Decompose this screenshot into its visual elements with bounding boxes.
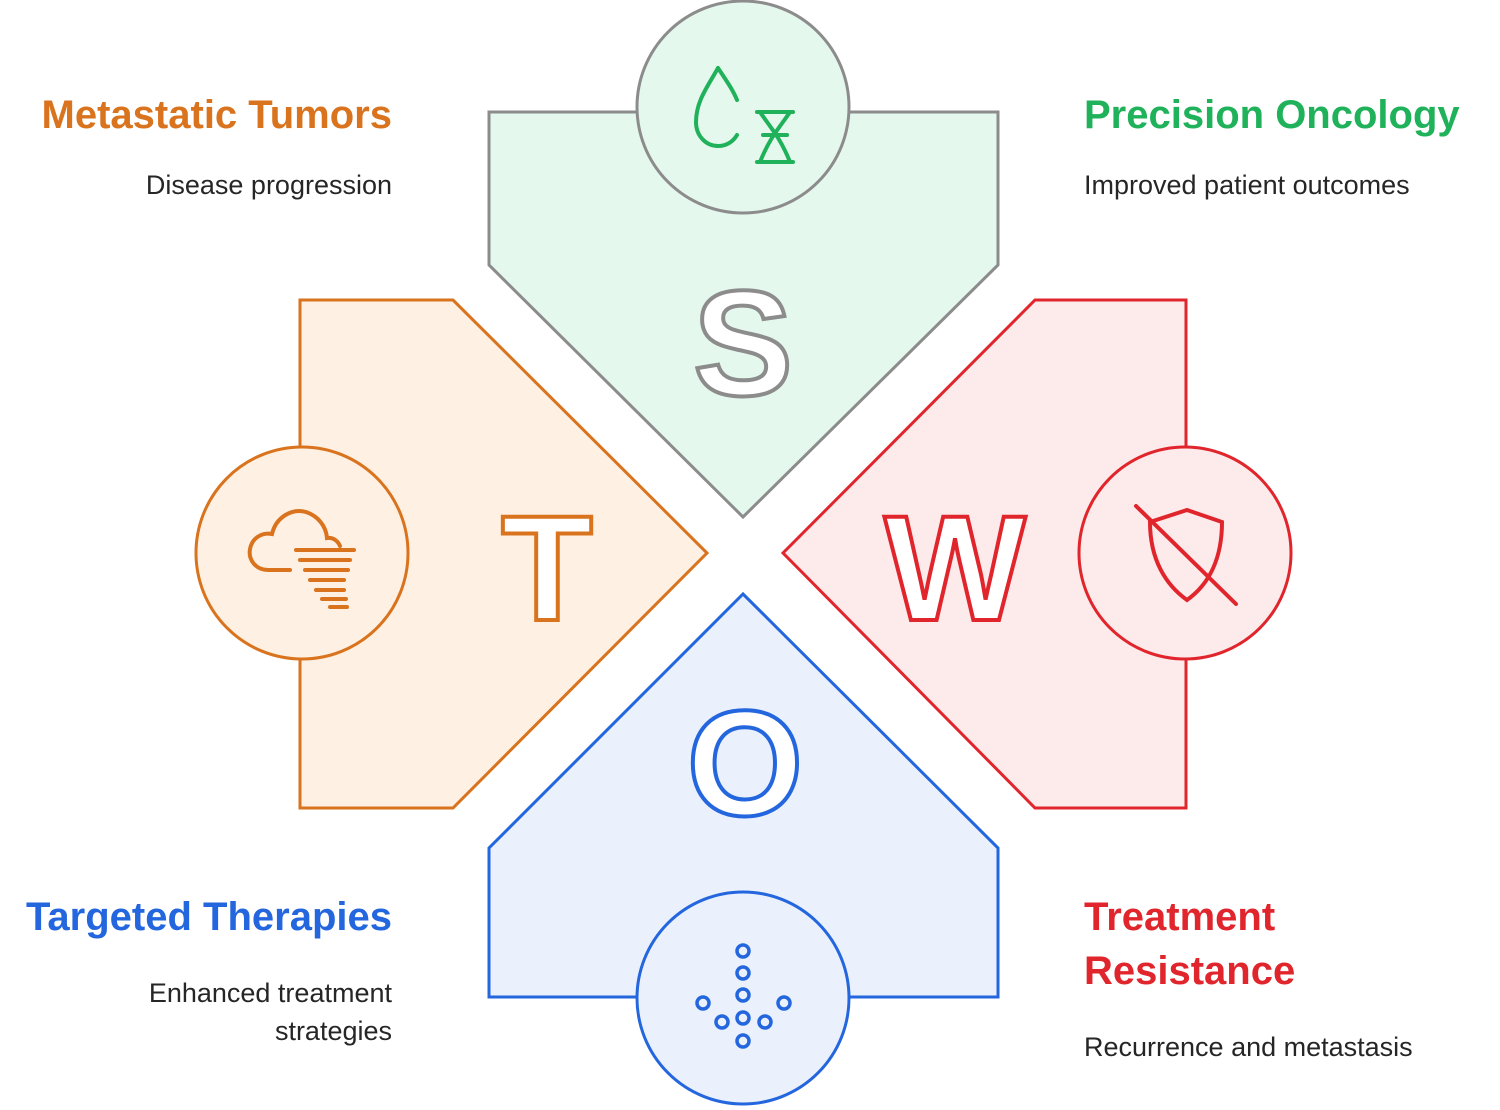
weaknesses-letter: W [884,484,1026,652]
opportunities-description-line2: strategies [274,1016,392,1046]
strengths-letter: S [693,259,793,427]
threats-letter: T [501,484,593,652]
strengths-shape [487,110,1000,520]
threats-text-block: Metastatic Tumors Disease progression [0,88,392,204]
strengths-icon-circle [635,0,851,215]
dots-arrow-down-icon [695,943,792,1049]
threats-icon-circle [194,445,410,661]
weaknesses-title: Treatment Resistance [1084,890,1494,998]
strengths-quadrant: S [487,0,1000,520]
weaknesses-title-line2: Resistance [1084,949,1296,993]
opportunities-quadrant: O [487,591,1000,1106]
broken-shield-icon [1134,504,1238,606]
opportunities-title: Targeted Therapies [25,895,392,939]
weaknesses-quadrant: W [780,298,1293,810]
strengths-description: Improved patient outcomes [1084,170,1410,200]
threats-quadrant: T [194,298,710,810]
opportunities-description: Enhanced treatment strategies [0,974,392,1050]
opportunities-text-block: Targeted Therapies Enhanced treatment st… [0,890,392,1050]
opportunities-letter: O [687,679,804,847]
weaknesses-description: Recurrence and metastasis [1084,1032,1413,1062]
threats-shape [298,298,710,810]
threats-description: Disease progression [145,170,392,200]
drop-dna-icon [693,66,795,164]
threats-title: Metastatic Tumors [41,93,392,137]
opportunities-icon-circle [635,890,851,1106]
weaknesses-title-line1: Treatment [1084,895,1276,939]
opportunities-description-line1: Enhanced treatment [148,978,392,1008]
cloud-storm-icon [247,509,356,609]
weaknesses-text-block: Treatment Resistance Recurrence and meta… [1084,890,1494,1066]
weaknesses-shape [780,298,1188,810]
strengths-title: Precision Oncology [1084,93,1460,137]
strengths-text-block: Precision Oncology Improved patient outc… [1084,88,1494,204]
